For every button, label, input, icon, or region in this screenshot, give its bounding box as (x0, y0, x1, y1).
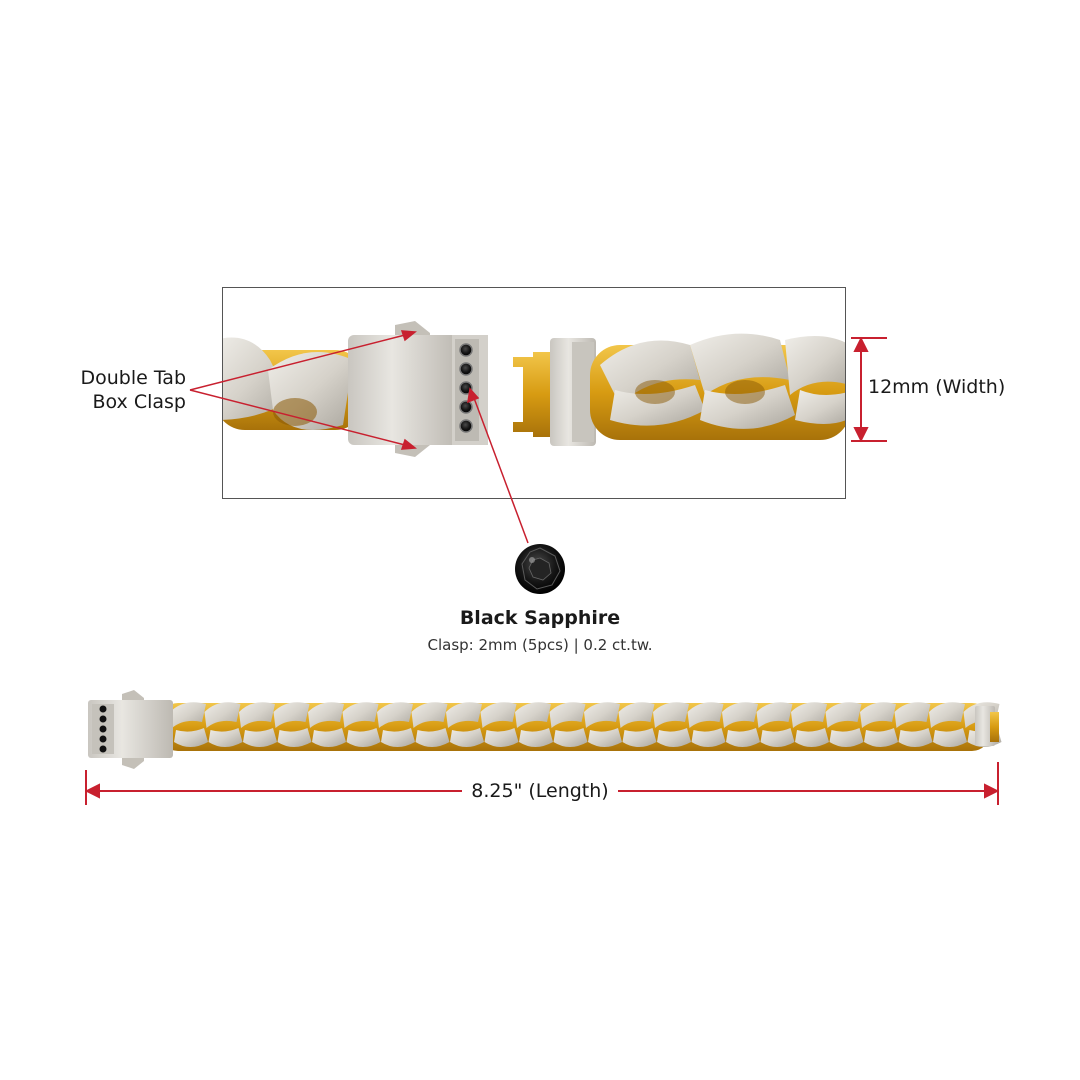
gem-name: Black Sapphire (459, 607, 621, 629)
bracelet-link (377, 702, 413, 728)
bracelet-link (342, 702, 379, 728)
bracelet-link (239, 702, 275, 728)
bracelet-link (308, 702, 344, 728)
bracelet-link (584, 702, 620, 728)
bracelet-link (174, 728, 208, 747)
bracelet-link (515, 702, 551, 728)
bracelet-link (519, 728, 553, 747)
bracelet-link (894, 702, 931, 728)
bracelet-link (549, 702, 586, 728)
bracelet-link (415, 728, 450, 747)
bracelet-link (553, 728, 588, 747)
zoom-chain-right (590, 333, 845, 440)
bracelet-link (312, 728, 346, 747)
bracelet-link (860, 702, 896, 728)
bracelet-link (795, 728, 829, 747)
zoom-panel (222, 287, 846, 499)
clasp-label-line1: Double Tab (80, 367, 186, 389)
bracelet-link (622, 728, 657, 747)
bracelet-link (898, 728, 933, 747)
bracelet-link (170, 702, 206, 728)
gem-pointer (467, 387, 529, 544)
bracelet-link (825, 702, 862, 728)
zoom-chain-left (223, 337, 365, 430)
bracelet-link (208, 728, 243, 747)
zoom-panel-frame (222, 287, 846, 499)
bracelet-link (657, 728, 691, 747)
bracelet-link (450, 728, 484, 747)
bracelet-link (346, 728, 381, 747)
bracelet-clasp-body (88, 690, 173, 769)
bracelet-link (204, 702, 241, 728)
bracelet-link (243, 728, 277, 747)
bracelet-link (273, 702, 310, 728)
bracelet-link (411, 702, 448, 728)
width-label: 12mm (Width) (868, 376, 1006, 398)
bracelet-link (446, 702, 482, 728)
bracelet-gem-row (99, 705, 107, 753)
black-sapphire-icon (515, 544, 565, 594)
full-bracelet (88, 690, 1002, 769)
length-dimension (84, 762, 1000, 805)
bracelet-link (484, 728, 519, 747)
bracelet-link (277, 728, 312, 747)
bracelet-link (933, 728, 967, 747)
zoom-clasp-tab (513, 352, 553, 437)
bracelet-link (588, 728, 622, 747)
bracelet-link (618, 702, 655, 728)
zoom-clasp-receiver (550, 338, 596, 446)
clasp-arrows (189, 330, 417, 450)
zoom-gem-row (459, 343, 473, 433)
bracelet-link (653, 702, 689, 728)
bracelet-link (760, 728, 795, 747)
bracelet-link (829, 728, 864, 747)
width-dimension (851, 336, 887, 443)
bracelet-link (381, 728, 415, 747)
bracelet-end-tab (975, 706, 999, 746)
bracelet-link (722, 702, 758, 728)
gem-spec: Clasp: 2mm (5pcs) | 0.2 ct.tw. (427, 636, 653, 654)
bracelet-link (791, 702, 827, 728)
bracelet-link (929, 702, 965, 728)
bracelet-link (726, 728, 760, 747)
bracelet-link (480, 702, 517, 728)
bracelet-link (687, 702, 724, 728)
clasp-label: Double Tab Box Clasp (60, 366, 186, 414)
length-label: 8.25" (Length) (471, 780, 609, 802)
bracelet-link (756, 702, 793, 728)
bracelet-link (691, 728, 726, 747)
bracelet-link (864, 728, 898, 747)
clasp-label-line2: Box Clasp (92, 391, 186, 413)
